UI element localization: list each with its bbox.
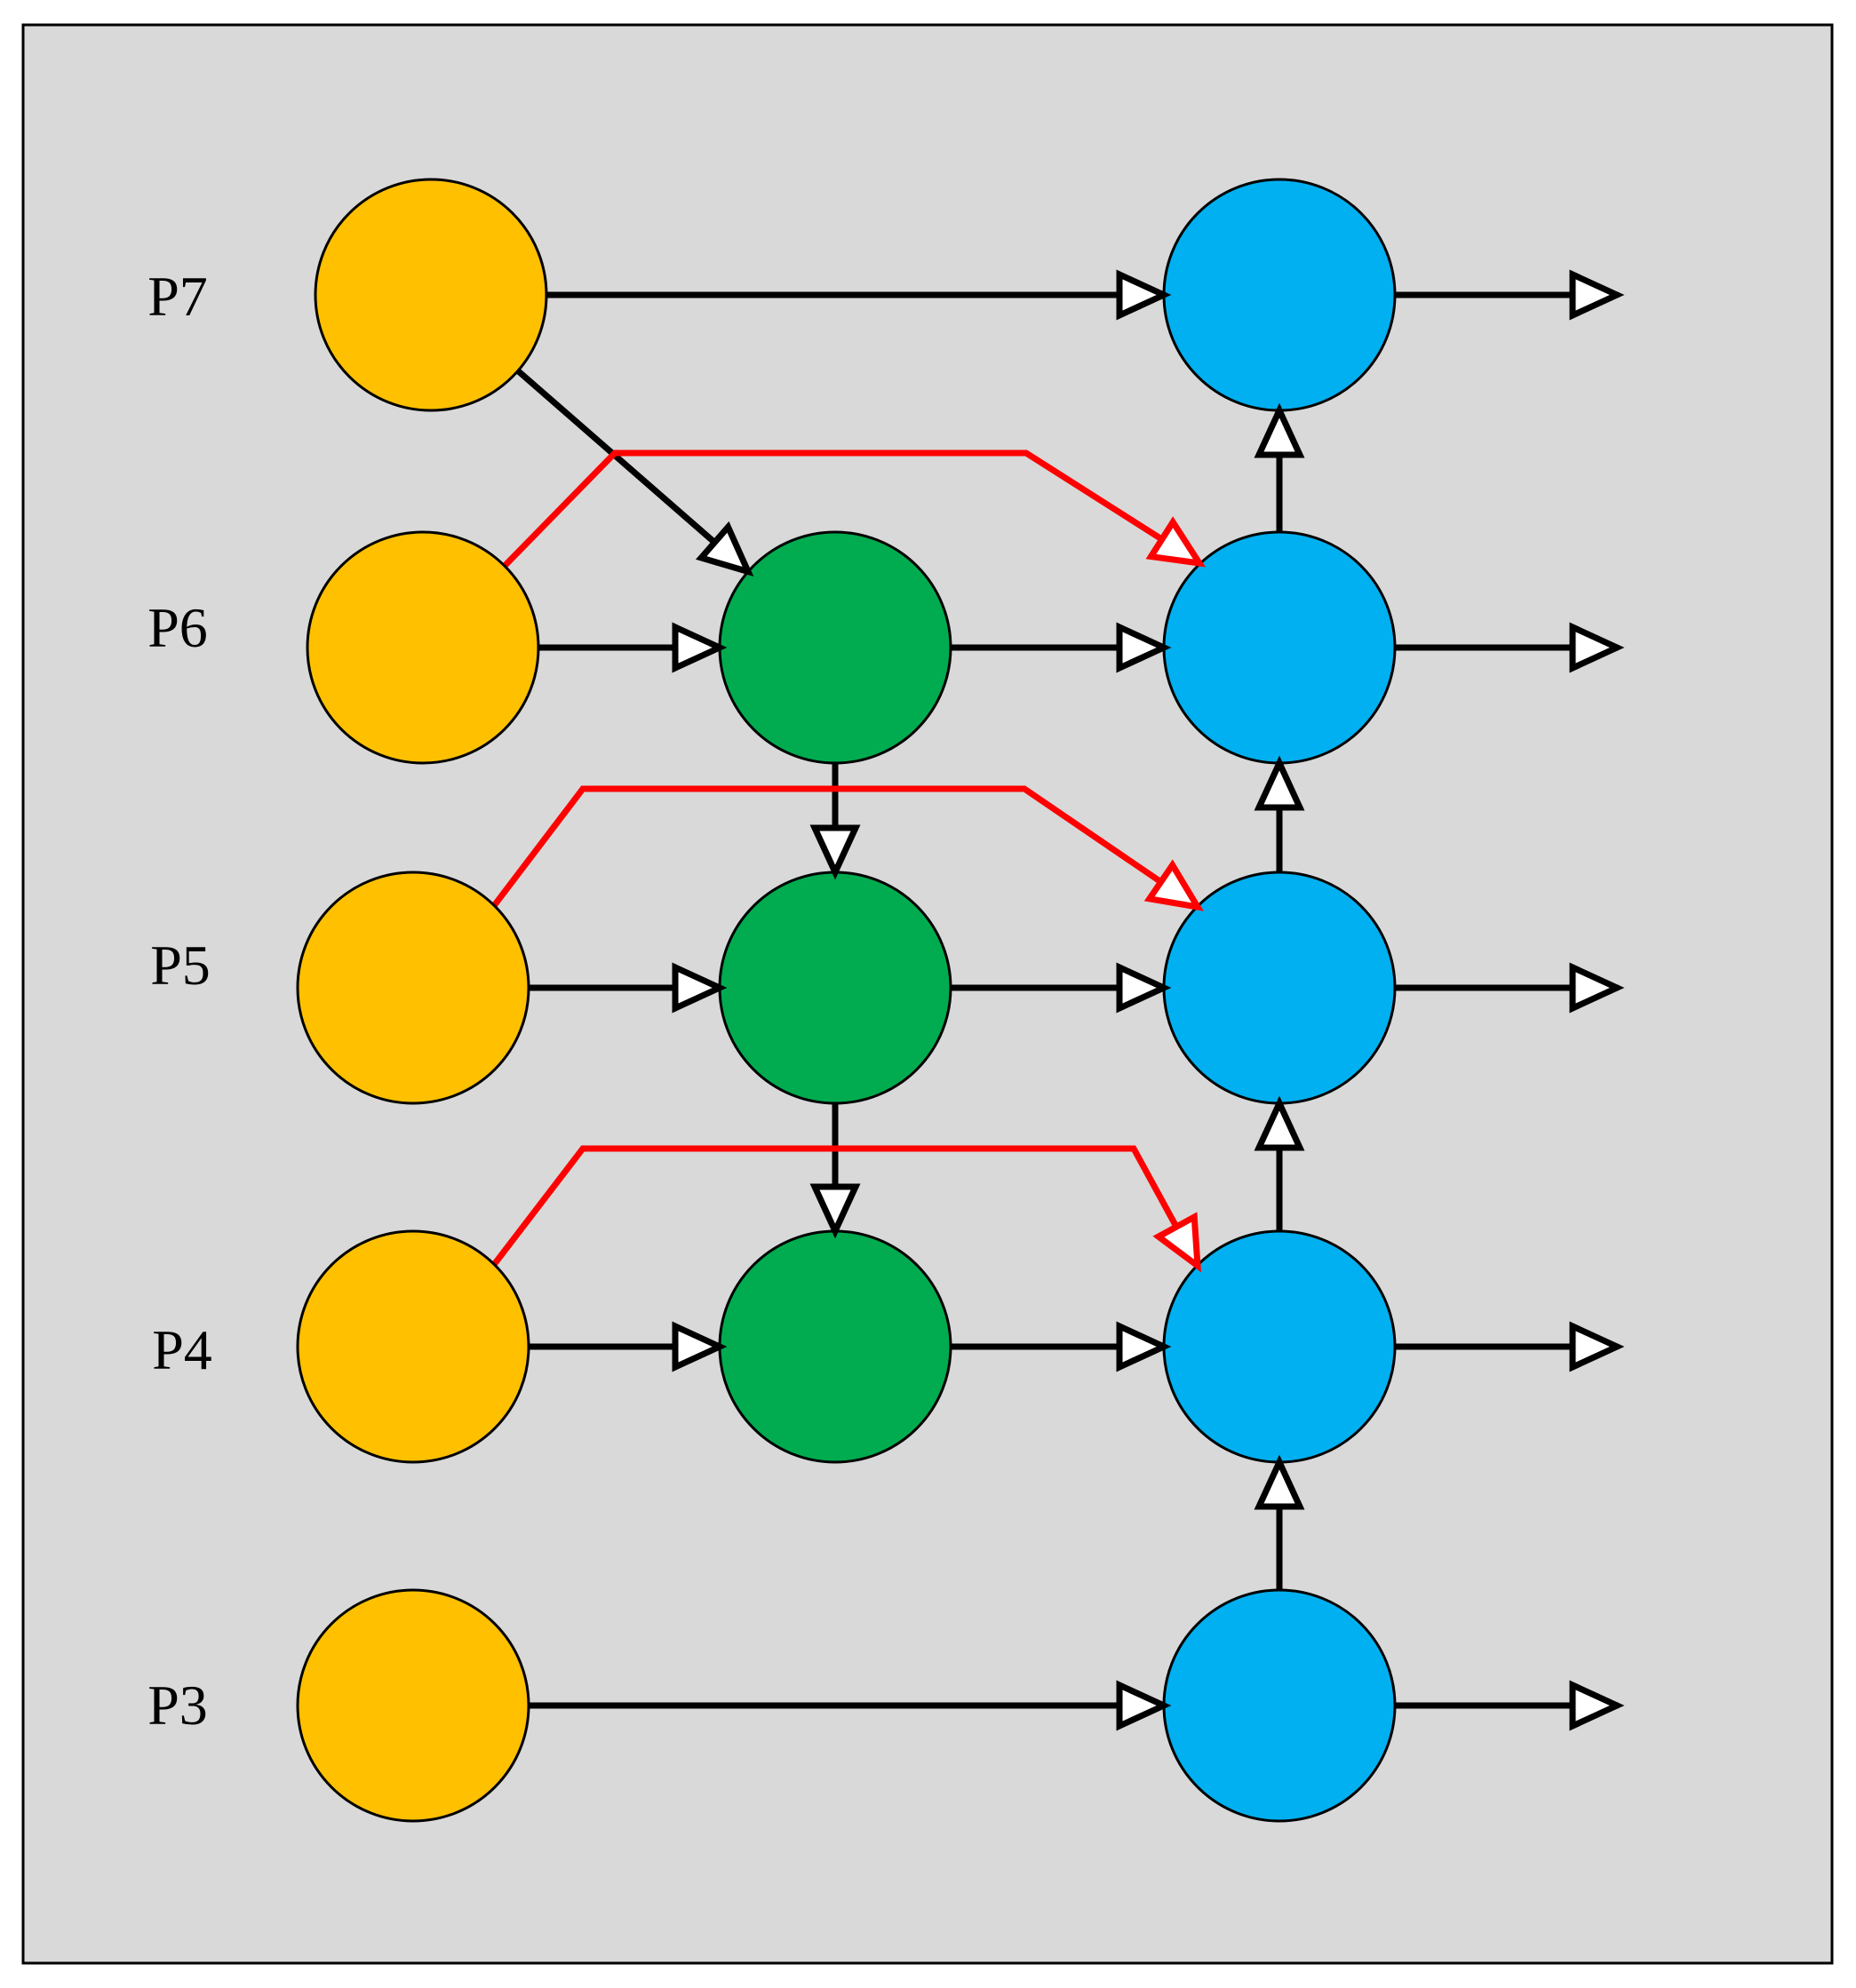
node-out-p3 xyxy=(1162,1588,1397,1823)
edge-mid-p6-to-mid-p5-arrowhead xyxy=(809,824,861,880)
edge-out-p3-to-out-p4-arrowhead xyxy=(1254,1454,1305,1510)
nodes-layer xyxy=(296,178,1397,1823)
diagram-frame xyxy=(21,23,1834,1965)
edge-out-p6-to-out-p7-arrowhead xyxy=(1254,402,1305,458)
edge-out-p5-to-out-p6-arrowhead xyxy=(1254,755,1305,811)
node-in-p4 xyxy=(296,1229,530,1464)
edge-mid-p4-to-out-p4-arrowhead xyxy=(1116,1321,1172,1372)
node-in-p5 xyxy=(296,871,530,1105)
node-out-p6 xyxy=(1162,530,1397,765)
edge-in-p7-to-mid-p6 xyxy=(514,367,752,576)
edge-in-p7-to-out-p7-arrowhead xyxy=(1116,269,1172,321)
edge-mid-p5-to-out-p5-arrowhead xyxy=(1116,962,1172,1014)
arrowheads-layer xyxy=(672,269,1625,1731)
edge-in-p4-to-mid-p4-arrowhead xyxy=(672,1321,728,1372)
skip-edge-in-p6-to-out-p6 xyxy=(502,449,1201,569)
output-edge-out-p6-to-output-arrowhead xyxy=(1569,622,1625,673)
level-label-p7: P7 xyxy=(147,265,208,328)
edge-out-p4-to-out-p5-arrowhead xyxy=(1254,1095,1305,1151)
skip-edge-in-p6-to-out-p6-arrowhead xyxy=(1145,516,1207,568)
node-mid-p5 xyxy=(718,871,952,1105)
node-out-p7 xyxy=(1162,178,1397,412)
node-in-p7 xyxy=(314,178,548,412)
edge-in-p7-to-mid-p6-arrowhead xyxy=(696,521,754,577)
level-labels: P7 P6 P5 P4 P3 xyxy=(147,265,212,1737)
output-edge-out-p5-to-output-arrowhead xyxy=(1569,962,1625,1014)
node-mid-p6 xyxy=(718,530,952,765)
level-label-p4: P4 xyxy=(152,1318,212,1381)
skip-edge-in-p4-to-out-p4 xyxy=(490,1145,1201,1268)
level-label-p5: P5 xyxy=(150,934,211,997)
edge-mid-p6-to-out-p6-arrowhead xyxy=(1116,622,1172,673)
skip-edge-in-p5-to-out-p5-arrowhead xyxy=(1143,859,1204,911)
node-in-p6 xyxy=(306,530,540,765)
output-edge-out-p7-to-output-arrowhead xyxy=(1569,269,1625,321)
output-edge-out-p4-to-output-arrowhead xyxy=(1569,1321,1625,1372)
edge-in-p6-to-mid-p6-arrowhead xyxy=(672,622,728,673)
level-label-p3: P3 xyxy=(147,1674,208,1737)
level-label-p6: P6 xyxy=(147,596,208,659)
output-edge-out-p3-to-output-arrowhead xyxy=(1569,1680,1625,1731)
edge-in-p3-to-out-p3-arrowhead xyxy=(1116,1680,1172,1731)
node-mid-p4 xyxy=(718,1229,952,1464)
skip-edge-in-p5-to-out-p5 xyxy=(490,785,1199,910)
skip-edge-in-p4-to-out-p4-arrowhead xyxy=(1152,1212,1202,1273)
edge-in-p5-to-mid-p5-arrowhead xyxy=(672,962,728,1014)
node-in-p3 xyxy=(296,1588,530,1823)
edge-mid-p5-to-mid-p4-arrowhead xyxy=(809,1183,861,1239)
